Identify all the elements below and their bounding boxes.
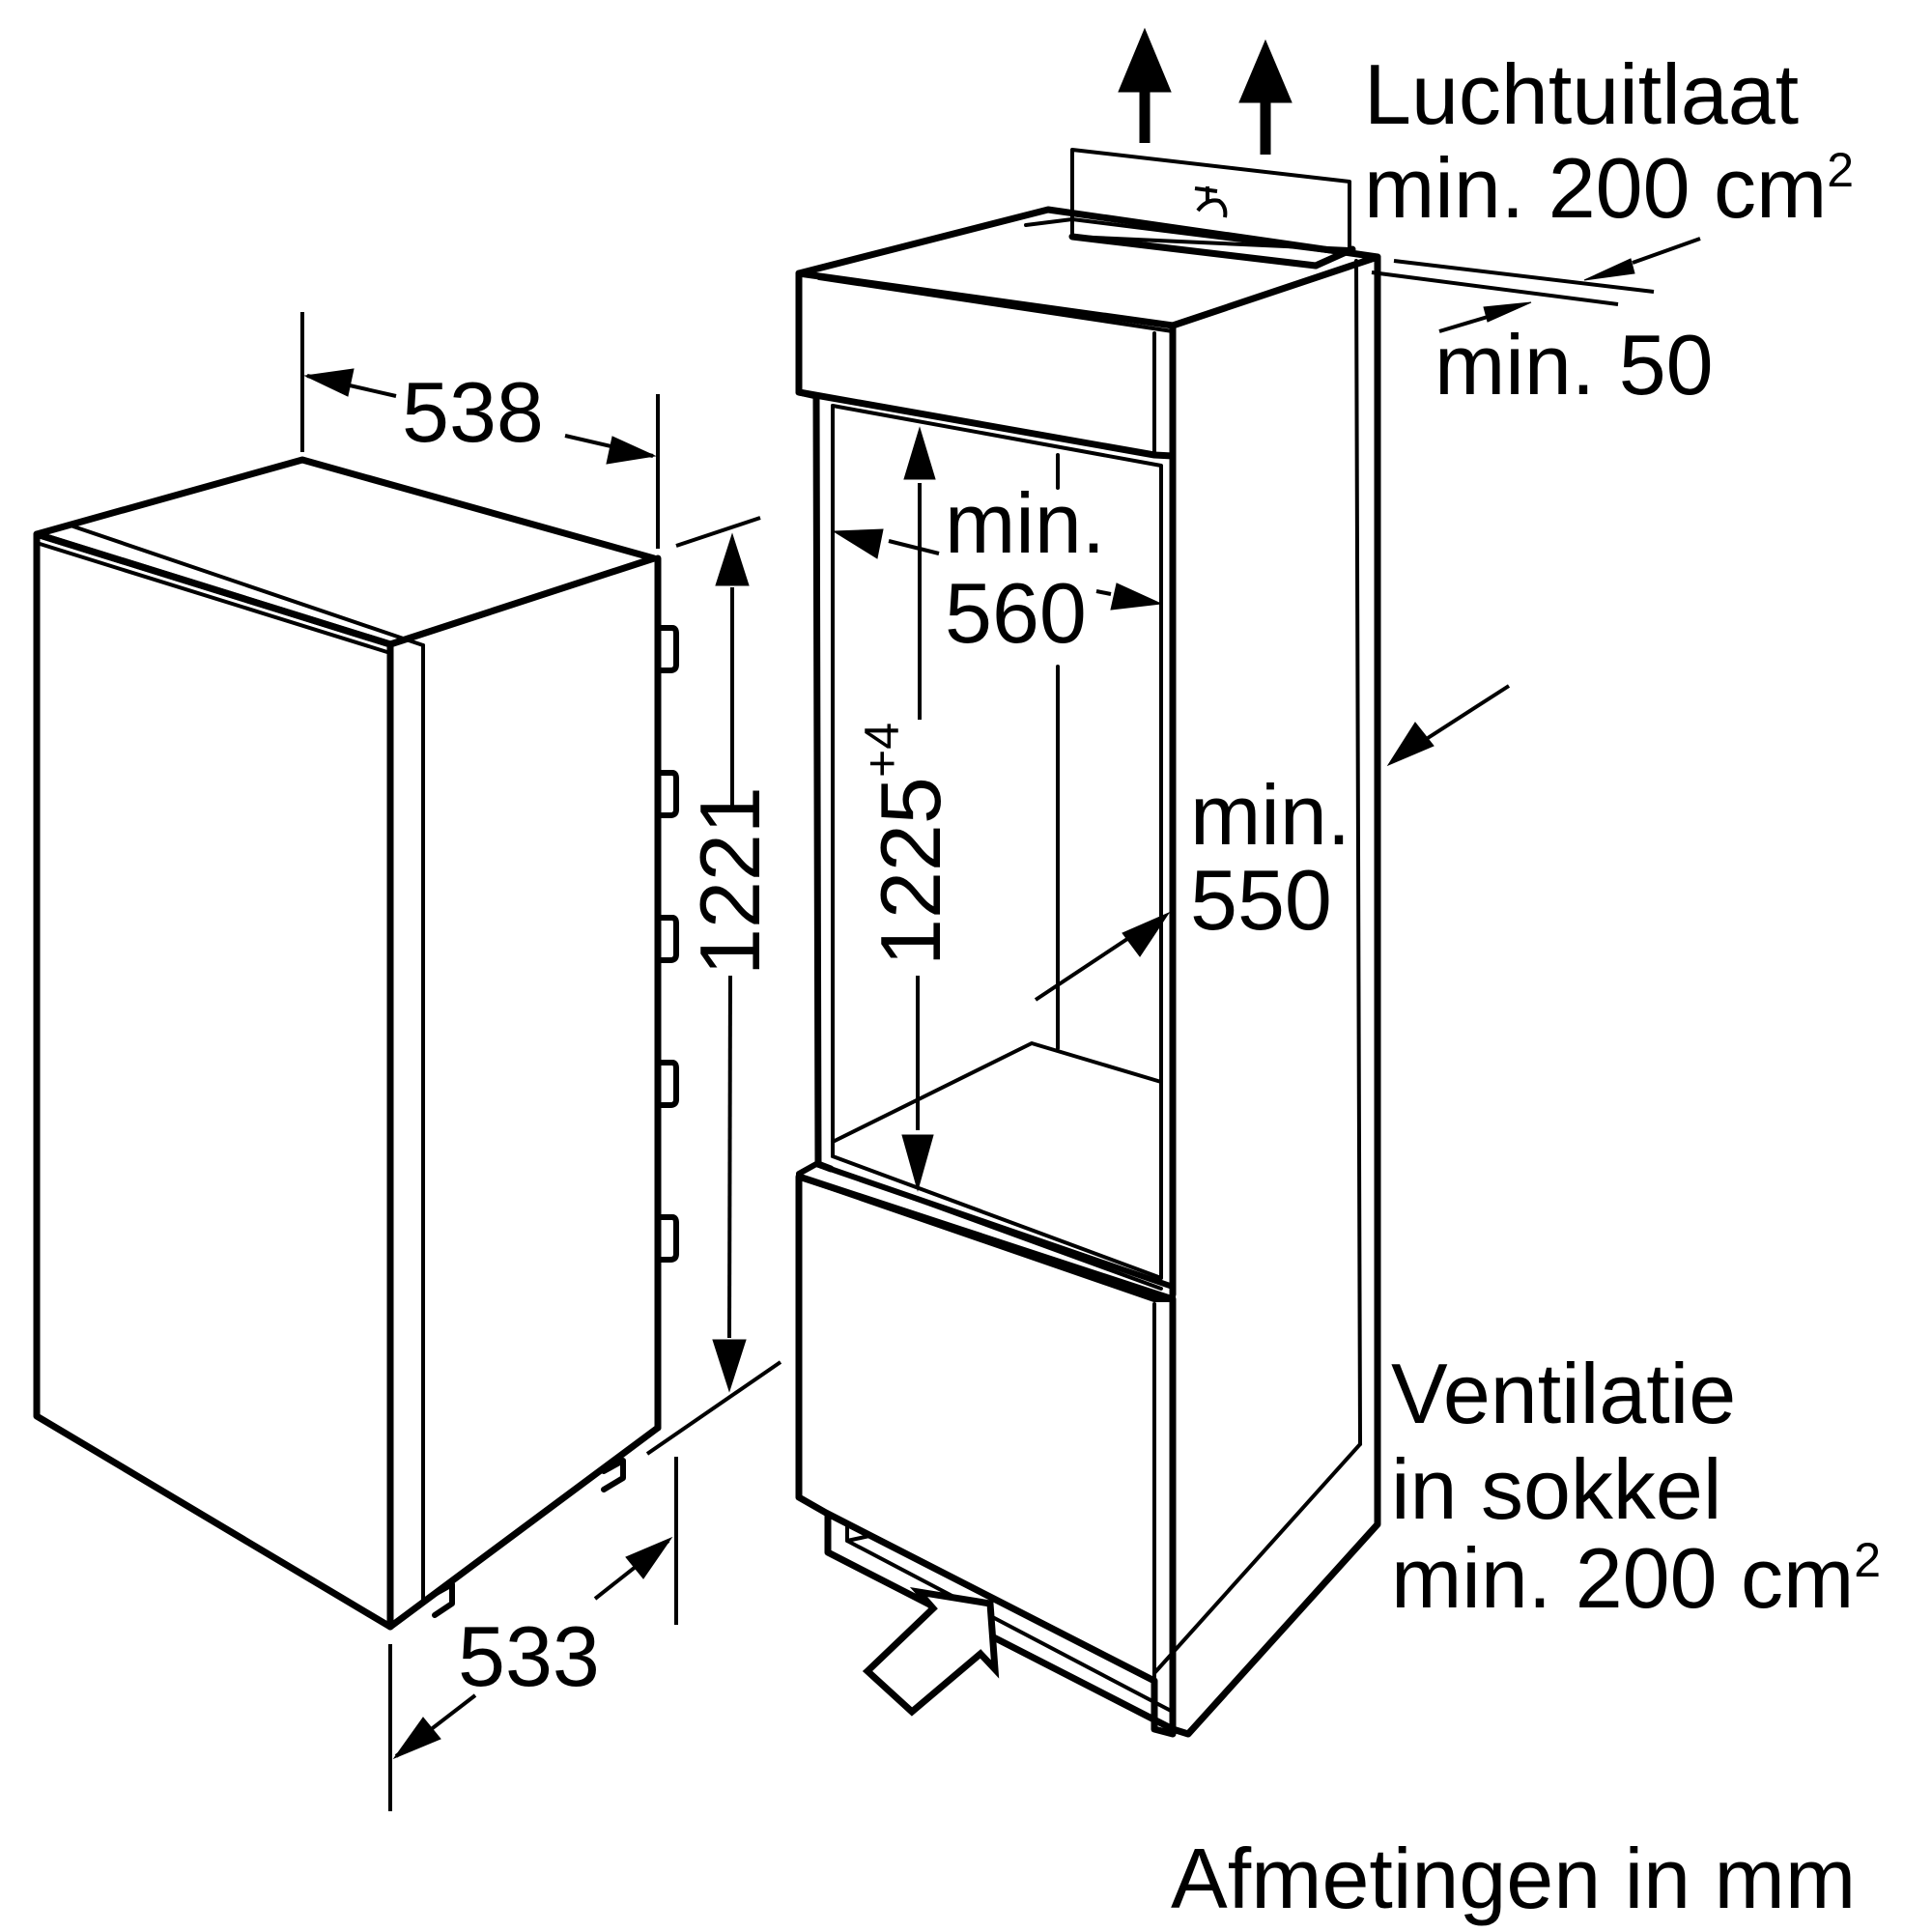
dimension-538 (300, 312, 660, 549)
dimension-min-550-label: min. (1190, 767, 1350, 863)
dimension-1225-label: 1225 (863, 777, 958, 966)
air-outlet-arrows (1118, 27, 1293, 155)
appliance-top-edge-inner (71, 525, 425, 647)
dimension-538-label: 538 (402, 364, 544, 460)
ventilation-area-exponent: 2 (1854, 1533, 1881, 1587)
appliance-front-face (33, 530, 394, 1631)
air-outlet-title: Luchtuitlaat (1364, 46, 1799, 142)
air-outlet-area-exponent: 2 (1827, 143, 1854, 197)
dimension-1225-tolerance: +4 (855, 723, 909, 778)
ventilation-inlet-arrow-icon (862, 1586, 1000, 1717)
air-outlet-area: min. 200 cm2 (1364, 140, 1854, 236)
ventilation-line1: Ventilatie (1391, 1346, 1736, 1441)
appliance-drawing (33, 456, 679, 1631)
niche-side-panel (1169, 253, 1381, 1738)
appliance-top-face (33, 456, 658, 648)
dimension-min-50 (1371, 237, 1701, 333)
niche-left-jamb (795, 388, 835, 1173)
dimension-min-560-label: min. (945, 475, 1105, 571)
appliance-hinges (432, 625, 679, 1618)
niche-plinth (824, 1511, 1177, 1733)
vent-symbol-icon (1194, 186, 1228, 218)
dimension-min-560-value: 560 (945, 565, 1087, 661)
appliance-front-inner-edge (35, 541, 392, 655)
ventilation-area: min. 200 cm2 (1391, 1530, 1881, 1626)
dimension-1221 (645, 516, 782, 1456)
dimension-min-550-value: 550 (1190, 852, 1332, 948)
air-outlet-area-value: min. 200 cm (1364, 140, 1827, 236)
ventilation-line2: in sokkel (1391, 1441, 1721, 1537)
niche-lower-cabinet (795, 1173, 1177, 1738)
air-outlet-gap: min. 50 (1435, 317, 1714, 412)
niche-top-board-top (795, 206, 1381, 329)
niche-drawing (795, 148, 1381, 1738)
appliance-side-bottom (386, 1424, 662, 1631)
dimension-533-label: 533 (458, 1608, 600, 1704)
dimension-1225 (901, 426, 936, 1192)
units-note: Afmetingen in mm (1171, 1831, 1856, 1926)
dimension-min-560 (832, 528, 1163, 611)
dimension-1221-label: 1221 (682, 786, 778, 976)
dimension-min-550 (1034, 684, 1511, 1002)
ventilation-area-value: min. 200 cm (1391, 1530, 1854, 1626)
niche-opening-frame (831, 404, 1163, 1280)
dimension-533 (388, 1457, 678, 1811)
